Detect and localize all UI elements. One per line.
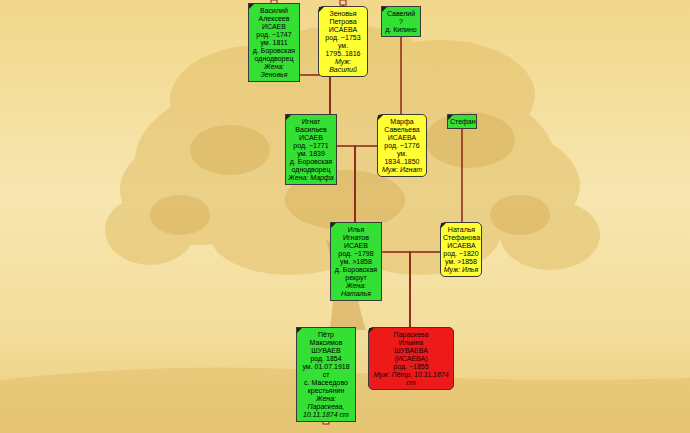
- family-connector: [337, 146, 355, 222]
- person-name: Игнат Васильев ИСАЕВ: [295, 118, 326, 142]
- person-detail: однодворец: [251, 55, 297, 63]
- family-connector: [300, 75, 330, 114]
- person-detail: д. Боровская: [333, 266, 379, 274]
- person-detail: род. ~1820: [443, 250, 479, 258]
- person-box: Пётр Максимов ШУВАЕВрод. 1854ум. 01.07.1…: [296, 327, 356, 422]
- person-detail: ум. 1834..1850: [380, 150, 424, 166]
- person-detail: ум. >1858: [443, 258, 479, 266]
- person-detail: род. ~1798: [333, 250, 379, 258]
- person-name: Стефан: [450, 118, 476, 126]
- spouse-note: Муж: Пётр, 10.11.1874 ст: [371, 371, 451, 387]
- family-connector: [382, 252, 410, 327]
- person-detail: род. 1854: [299, 355, 353, 363]
- person-box: Игнат Васильев ИСАЕВрод. ~1771ум. 1839д.…: [285, 114, 337, 185]
- person-detail: род. ~1855: [371, 363, 451, 371]
- person-box: Стефан: [447, 114, 477, 129]
- person-name: Наталья Стефанова ИСАЕВА: [443, 226, 480, 250]
- spouse-note: Муж: Игнат: [380, 166, 424, 174]
- person-detail: д. Боровская: [251, 47, 297, 55]
- person-name: Савелий ?: [387, 10, 415, 26]
- person-box: Савелий ?д. Кипино: [381, 6, 421, 37]
- spouse-note: Жена: Зеновья: [251, 63, 297, 79]
- person-name: Марфа Савельева ИСАЕВА: [384, 118, 419, 142]
- person-detail: д. Кипино: [384, 26, 418, 34]
- person-detail: род. ~1747: [251, 31, 297, 39]
- spouse-box: Марфа Савельева ИСАЕВАрод. ~1776ум. 1834…: [377, 114, 427, 177]
- person-name: Зеновья Петрова ИСАЕВА: [329, 10, 357, 34]
- spouse-note: Муж: Василий: [321, 58, 365, 74]
- person-name: Параскева Ильина ШУВАЕВА (ИСАЕВА): [394, 331, 429, 363]
- person-detail: род. ~1776: [380, 142, 424, 150]
- spouse-note: Жена: Марфа: [288, 174, 334, 182]
- person-name: Пётр Максимов ШУВАЕВ: [310, 331, 343, 355]
- person-detail: д. Боровская: [288, 158, 334, 166]
- person-detail: род. ~1753: [321, 34, 365, 42]
- person-detail: ум. 1795..1816: [321, 42, 365, 58]
- spouse-note: Жена: Параскева, 10.11.1874 ст: [299, 395, 353, 419]
- person-name: Илья Игнатов ИСАЕВ: [343, 226, 369, 250]
- person-detail: крестьянин: [299, 387, 353, 395]
- family-connector: [355, 146, 377, 222]
- spouse-note: Жена: Наталья: [333, 282, 379, 298]
- person-detail: ум. >1858: [333, 258, 379, 266]
- person-detail: рекрут: [333, 274, 379, 282]
- focus-person-box: Параскева Ильина ШУВАЕВА (ИСАЕВА)род. ~1…: [368, 327, 454, 390]
- person-detail: ум. 1811: [251, 39, 297, 47]
- person-detail: род. ~1771: [288, 142, 334, 150]
- person-detail: однодворец: [288, 166, 334, 174]
- family-connector: [410, 252, 440, 327]
- person-detail: ум. 1839: [288, 150, 334, 158]
- person-detail: с. Масеедово: [299, 379, 353, 387]
- family-connector: [461, 129, 463, 222]
- person-name: Василий Алексеев ИСАЕВ: [259, 7, 290, 31]
- spouse-note: Муж: Илья: [443, 266, 479, 274]
- spouse-box: Наталья Стефанова ИСАЕВАрод. ~1820ум. >1…: [440, 222, 482, 277]
- person-detail: ум. 01.07.1918 ст: [299, 363, 353, 379]
- family-connector: [400, 37, 402, 114]
- spouse-box: Зеновья Петрова ИСАЕВАрод. ~1753ум. 1795…: [318, 6, 368, 77]
- person-box: Василий Алексеев ИСАЕВрод. ~1747ум. 1811…: [248, 3, 300, 82]
- family-connector: [329, 77, 331, 114]
- person-box: Илья Игнатов ИСАЕВрод. ~1798ум. >1858д. …: [330, 222, 382, 301]
